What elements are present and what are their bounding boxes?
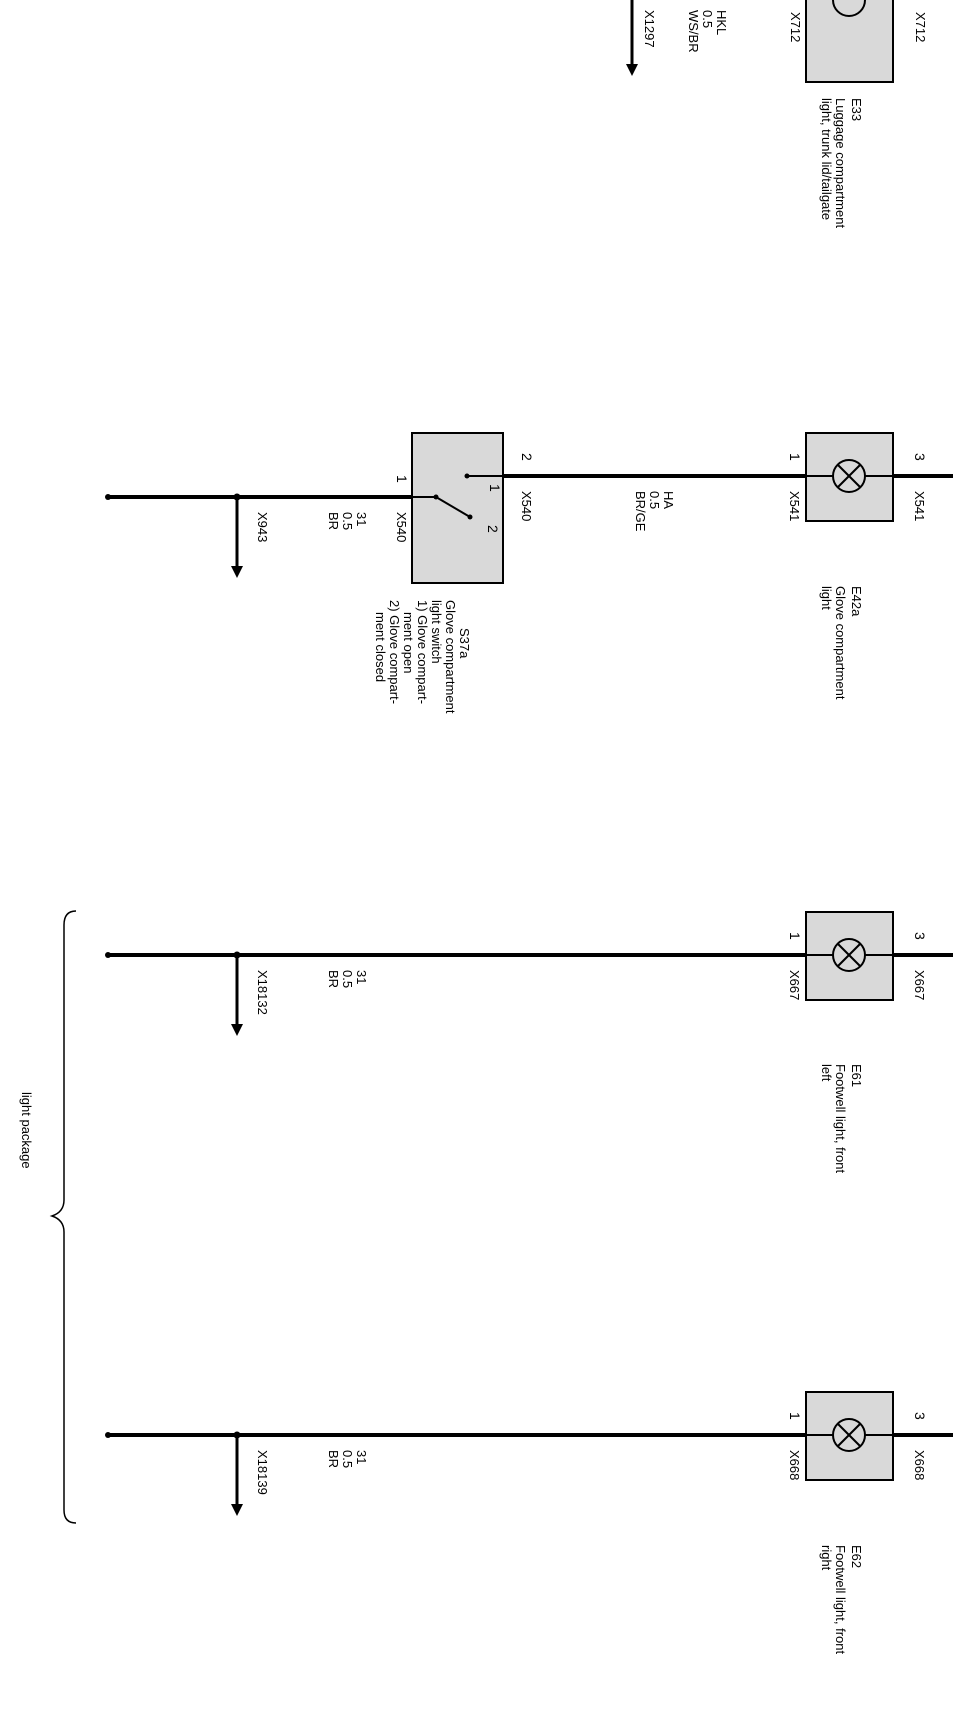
ground-connector-label: X18132 [255,970,270,1015]
lamp-symbol-icon [806,938,893,972]
component-description: Luggage compartment [833,98,848,228]
connector-label: X541 [912,491,927,521]
switch-contact-number: 2 [485,525,501,533]
component-description: Footwell light, front [833,1064,848,1173]
ground-terminal-icon [105,952,111,958]
component-id: E42a [849,586,864,617]
connector-label: X712 [913,12,928,42]
lamp-symbol-icon [832,0,866,17]
connector-label: X667 [912,970,927,1000]
connector-label: X712 [788,12,803,42]
ground-terminal-icon [105,494,111,500]
pin-number: 2 [519,453,535,461]
component-id: E62 [849,1545,864,1568]
wire-label: 31 [354,1450,369,1464]
pin-number: 1 [787,453,803,461]
ground-connector-label: X943 [255,512,270,542]
component-description: Glove compartment [443,600,458,714]
component-id: S37a [457,628,472,659]
wire-label: 0.5 [340,1450,355,1468]
pin-number: 3 [912,453,928,461]
connector-label: X667 [787,970,802,1000]
connector-label: X540 [519,491,534,521]
connector-label: X541 [787,491,802,521]
component-description: 2) Glove compart- [387,600,402,704]
wire-label: BR [326,512,341,530]
wire-label: 0.5 [340,970,355,988]
component-description: ment open [401,612,416,673]
wire-label: 0.5 [647,491,662,509]
pin-number: 3 [912,1412,928,1420]
light-package-brace [49,910,77,1524]
component-description: Glove compartment [833,586,848,700]
wire-label: WS/BR [686,10,701,53]
component-id: E33 [849,98,864,121]
wire-label: 0.5 [340,512,355,530]
wire-label: 0.5 [700,10,715,28]
wire-label: HA [661,491,676,509]
pin-number: 1 [787,932,803,940]
ground-connector-label: X18139 [255,1450,270,1495]
luggage-light-component [805,0,894,83]
wire-label: HKL [714,10,729,35]
wire-label: BR/GE [633,491,648,532]
connector-label: X668 [787,1450,802,1480]
component-description: 1) Glove compart- [415,600,430,704]
glovebox-switch-box [411,432,504,584]
ground-terminal-icon [105,1432,111,1438]
lamp-symbol-icon [806,1418,893,1452]
component-description: Footwell light, front [833,1545,848,1654]
pin-number: 3 [912,932,928,940]
wire-label: 31 [354,970,369,984]
component-description: light switch [429,600,444,664]
light-package-label: light package [19,1092,34,1169]
ground-connector-label: X1297 [642,10,657,48]
pin-number: 1 [394,475,410,483]
switch-contact-number: 1 [487,484,503,492]
connector-label: X540 [394,512,409,542]
wire-label: BR [326,970,341,988]
component-id: E61 [849,1064,864,1087]
pin-number: 1 [787,1412,803,1420]
component-description: left [819,1064,834,1082]
luggage-light-box [805,0,894,83]
connector-label: X668 [912,1450,927,1480]
component-description: ment closed [373,612,388,682]
lamp-symbol-icon [806,459,893,493]
component-description: right [819,1545,834,1571]
wire-label: 31 [354,512,369,526]
switch-symbol-icon [412,473,503,520]
component-description: light, trunk lid/tailgate [819,98,834,220]
component-description: light [819,586,834,610]
wire-label: BR [326,1450,341,1468]
